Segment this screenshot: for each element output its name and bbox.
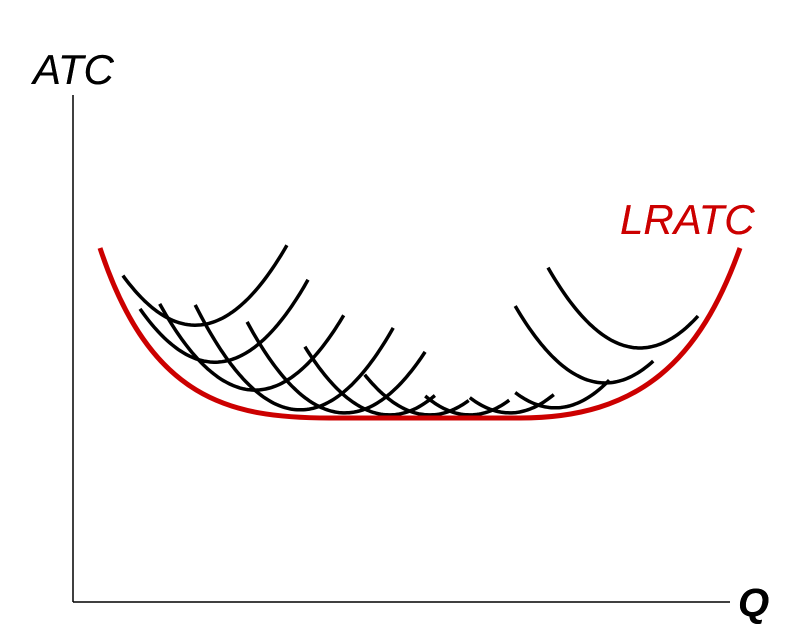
srac-curve-6 [303,345,436,417]
srac-curve-4 [193,304,395,412]
y-axis-label: ATC [30,46,115,93]
srac-curve-5 [245,321,427,415]
srac-curve-2 [138,278,310,364]
srac-curve-9 [468,393,555,415]
lratc-label: LRATC [620,196,755,243]
lratc-series-name: LRATC [620,196,755,243]
srac-curve-1 [121,244,289,327]
chart-ylabel: ATC [30,46,115,93]
srac-curve-12 [546,266,700,350]
srac-curve-11 [513,305,655,385]
chart-xlabel: Q [738,581,769,625]
lratc-curve [97,247,743,421]
srac-curve-10 [514,378,611,410]
srac-curve-8 [424,394,511,417]
x-axis-label: Q [738,581,769,625]
srac-curve-3 [158,303,346,392]
short-run-atc-curves [121,244,700,417]
